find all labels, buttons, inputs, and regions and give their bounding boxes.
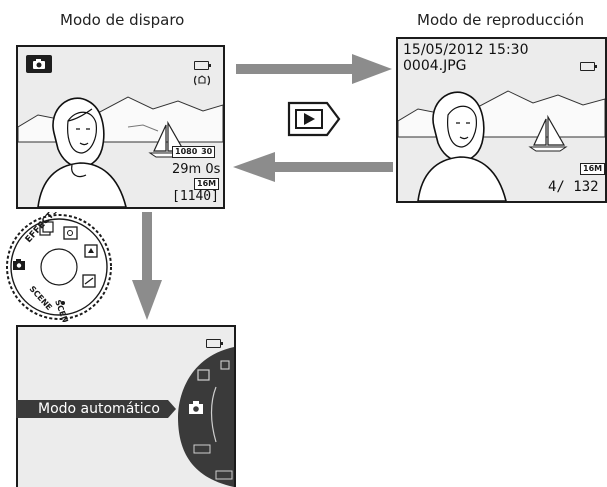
battery-icon xyxy=(194,61,211,70)
playback-mode-label: Modo de reproducción xyxy=(417,11,585,29)
smart-portrait-icon xyxy=(63,226,78,240)
shots-remaining: [1140] xyxy=(172,189,219,204)
special-effects-icon xyxy=(61,301,65,305)
remaining-time: 29m 0s xyxy=(172,162,221,177)
battery-icon-playback xyxy=(580,62,597,71)
camera-icon xyxy=(33,59,45,69)
arrow-to-menu xyxy=(132,212,162,320)
shooting-mode-label: Modo de disparo xyxy=(60,11,185,29)
movie-rate-value: 30 xyxy=(201,147,213,156)
arrow-to-shooting xyxy=(233,152,393,182)
landscape-illustration xyxy=(18,96,223,207)
movie-quality-badge: 1080 30 xyxy=(172,146,216,158)
smart-portrait-icon-menu xyxy=(197,369,210,381)
mode-wheel xyxy=(178,347,234,487)
auto-mode-label: Modo automático xyxy=(38,401,160,417)
landscape-illustration-playback xyxy=(398,90,605,201)
shooting-screen: 1080 30 29m 0s 16M [1140] xyxy=(16,45,225,209)
vr-icon xyxy=(194,75,210,86)
camera-icon-menu xyxy=(189,401,203,414)
playback-image-size-badge: 16M xyxy=(580,163,605,175)
image-size-badge: 16M xyxy=(194,178,220,190)
camera-icon-dial xyxy=(13,259,25,270)
scene-icon-menu xyxy=(193,444,211,454)
scene-icon-menu-2 xyxy=(215,470,233,480)
movie-quality-value: 1080 xyxy=(175,147,198,156)
camera-mode-button[interactable] xyxy=(26,55,52,73)
continuous-icon xyxy=(39,221,54,236)
auto-mode-tab[interactable]: Modo automático xyxy=(16,400,176,418)
battery-icon-menu xyxy=(206,339,223,348)
arrow-to-playback xyxy=(236,54,392,84)
playback-filename: 0004.JPG xyxy=(403,58,467,74)
play-button-icon xyxy=(287,101,341,137)
playback-frame-counter: 4/ 132 xyxy=(548,179,599,195)
mode-dial-icon: EFFECTS SCENE SCENE xyxy=(6,212,112,322)
scene-auto-icon xyxy=(84,244,98,258)
continuous-icon-menu xyxy=(220,360,230,370)
playback-screen: 15/05/2012 15:30 0004.JPG 16M 4/ 132 xyxy=(396,37,607,203)
easy-auto-icon xyxy=(82,274,96,288)
playback-datetime: 15/05/2012 15:30 xyxy=(403,42,529,58)
